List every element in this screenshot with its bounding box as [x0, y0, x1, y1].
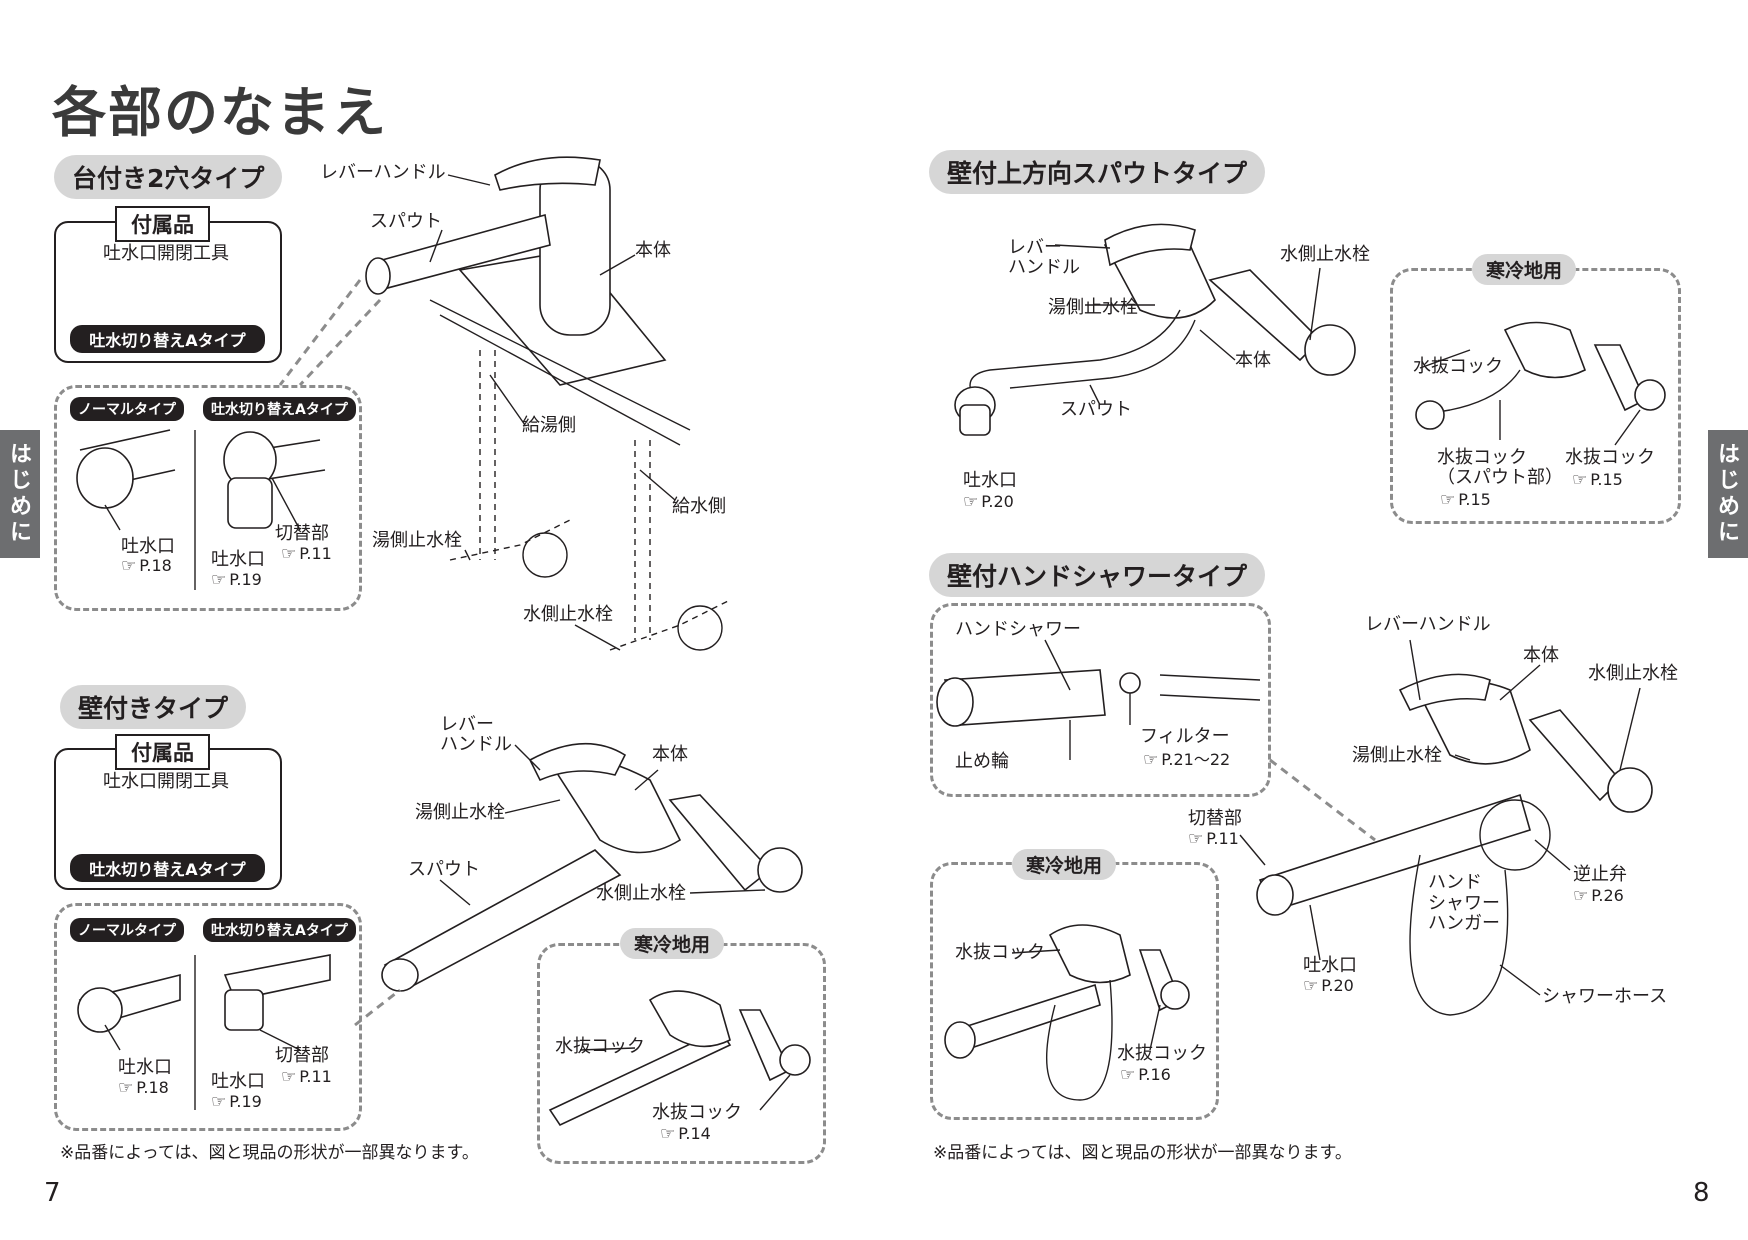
- accessory-title-1: 付属品: [115, 206, 210, 242]
- cold-title-4: 寒冷地用: [1012, 849, 1117, 880]
- label-switch-4: 切替部: [1188, 808, 1242, 829]
- accessory-item-2: 吐水口開閉工具: [103, 771, 229, 792]
- lever-handle: [528, 742, 627, 782]
- label-drain1-2: 水抜コック: [555, 1036, 645, 1057]
- label-hot-side: 給湯側: [522, 415, 576, 436]
- side-tab-left: はじめに: [0, 430, 40, 558]
- section-title-deck-2hole: 台付き2穴タイプ: [54, 155, 283, 199]
- label-spout-1: スパウト: [370, 211, 442, 232]
- label-stop-ring: 止め輪: [955, 751, 1009, 772]
- ref-filter: P.21～22: [1143, 746, 1230, 770]
- lever-handle: [494, 156, 601, 191]
- section-title-wall: 壁付きタイプ: [60, 685, 247, 729]
- label-body-2: 本体: [652, 744, 688, 765]
- ref-outlet2-2: P.19: [211, 1092, 262, 1112]
- label-drain1-4: 水抜コック: [955, 942, 1045, 963]
- label-outlet-3: 吐水口: [963, 470, 1017, 491]
- ref-switch-2: P.11: [281, 1067, 332, 1087]
- label-drain-spout-3: 水抜コック （スパウト部）: [1437, 447, 1563, 488]
- label-drain-3: 水抜コック: [1413, 356, 1503, 377]
- cold-box-4: [930, 862, 1219, 1120]
- label-drain2-4: 水抜コック: [1117, 1043, 1207, 1064]
- label-lever-1: レバーハンドル: [320, 162, 446, 183]
- page-number-left: 7: [44, 1178, 61, 1208]
- note-right: ※品番によっては、図と現品の形状が一部異なります。: [933, 1143, 1352, 1163]
- ref-drain-spout-3: P.15: [1440, 490, 1491, 510]
- label-outlet2-1: 吐水口: [211, 549, 265, 570]
- accessory-bar-1: 吐水切り替えAタイプ: [70, 325, 265, 353]
- label-hot-valve-3: 湯側止水栓: [1048, 297, 1138, 318]
- ref-switch-4: P.11: [1188, 829, 1239, 849]
- label-outlet-2: 吐水口: [118, 1057, 172, 1078]
- accessory-item-1: 吐水口開閉工具: [103, 243, 229, 264]
- label-outlet-1: 吐水口: [121, 536, 175, 557]
- ref-drain2-3: P.15: [1572, 470, 1623, 490]
- cold-title-3: 寒冷地用: [1472, 254, 1577, 285]
- tag-a-1: 吐水切り替えAタイプ: [203, 397, 356, 421]
- label-hot-valve-1: 湯側止水栓: [372, 530, 462, 551]
- lever-handle: [1104, 223, 1196, 267]
- label-spout-2: スパウト: [408, 859, 480, 880]
- cold-title-2: 寒冷地用: [620, 928, 725, 959]
- page-title: 各部のなまえ: [52, 81, 388, 144]
- label-hand-shower: ハンドシャワー: [955, 619, 1081, 640]
- label-water-valve-2: 水側止水栓: [596, 883, 686, 904]
- faucet-body: [539, 159, 611, 336]
- ref-outlet-2: P.18: [118, 1078, 169, 1098]
- hand-shower-box: [930, 603, 1271, 797]
- page-number-right: 8: [1693, 1178, 1710, 1208]
- ref-switch-1: P.11: [281, 544, 332, 564]
- label-check-valve: 逆止弁: [1573, 864, 1627, 885]
- section-title-wall-hand-shower: 壁付ハンドシャワータイプ: [929, 553, 1266, 597]
- label-hot-valve-2: 湯側止水栓: [415, 802, 505, 823]
- label-hot-valve-4: 湯側止水栓: [1352, 745, 1442, 766]
- label-lever-2: レバー ハンドル: [440, 714, 512, 755]
- ref-drain2-2: P.14: [660, 1124, 711, 1144]
- label-lever-3: レバー ハンドル: [1008, 237, 1080, 278]
- ref-check-valve: P.26: [1573, 886, 1624, 906]
- faucet-body: [553, 758, 682, 854]
- ref-outlet-4: P.20: [1303, 976, 1354, 996]
- label-hose: シャワーホース: [1542, 986, 1668, 1007]
- ref-outlet2-1: P.19: [211, 570, 262, 590]
- accessory-bar-2: 吐水切り替えAタイプ: [70, 854, 265, 882]
- label-spout-3: スパウト: [1060, 399, 1132, 420]
- note-left: ※品番によっては、図と現品の形状が一部異なります。: [60, 1143, 479, 1163]
- label-water-side: 給水側: [672, 496, 726, 517]
- label-water-valve-3: 水側止水栓: [1280, 244, 1370, 265]
- tag-normal-1: ノーマルタイプ: [70, 397, 184, 421]
- closeup-box-2: [54, 903, 362, 1131]
- ref-drain2-4: P.16: [1120, 1065, 1171, 1085]
- closeup-box-1: [54, 385, 362, 611]
- tag-normal-2: ノーマルタイプ: [70, 918, 184, 942]
- accessory-title-2: 付属品: [115, 734, 210, 770]
- label-body-1: 本体: [635, 240, 671, 261]
- label-lever-4: レバーハンドル: [1365, 614, 1491, 635]
- label-switch-1: 切替部: [275, 523, 329, 544]
- label-body-3: 本体: [1235, 350, 1271, 371]
- label-drain2-2: 水抜コック: [652, 1102, 742, 1123]
- label-water-valve-4: 水側止水栓: [1588, 663, 1678, 684]
- label-water-valve-1: 水側止水栓: [523, 604, 613, 625]
- label-outlet-4: 吐水口: [1303, 955, 1357, 976]
- section-title-wall-upward-spout: 壁付上方向スパウトタイプ: [929, 150, 1266, 194]
- label-switch-2: 切替部: [275, 1045, 329, 1066]
- ref-outlet-3: P.20: [963, 492, 1014, 512]
- side-tab-right: はじめに: [1708, 430, 1748, 558]
- label-drain2-3: 水抜コック: [1565, 447, 1655, 468]
- ref-outlet-1: P.18: [121, 556, 172, 576]
- label-outlet2-2: 吐水口: [211, 1071, 265, 1092]
- label-filter: フィルター: [1140, 726, 1230, 747]
- tag-a-2: 吐水切り替えAタイプ: [203, 918, 356, 942]
- label-body-4: 本体: [1523, 645, 1559, 666]
- label-hanger: ハンド シャワー ハンガー: [1428, 872, 1500, 935]
